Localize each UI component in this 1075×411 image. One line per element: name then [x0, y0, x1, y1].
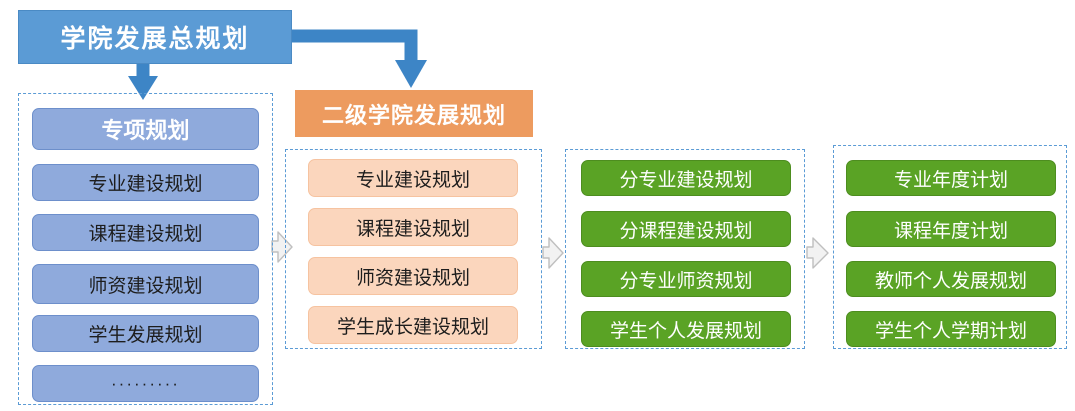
special-plan-item-ellipsis: ········· [32, 365, 259, 402]
special-plan-item-major: 专业建设规划 [32, 164, 259, 201]
annual-plan-item-teacher: 教师个人发展规划 [846, 261, 1056, 297]
group-branch-plans [565, 149, 805, 349]
group-annual-plans [833, 145, 1067, 349]
special-plan-item-faculty: 师资建设规划 [32, 264, 259, 304]
special-plan-item-student: 学生发展规划 [32, 315, 259, 352]
branch-plan-item-student: 学生个人发展规划 [581, 311, 791, 347]
special-plan-item-course: 课程建设规划 [32, 214, 259, 251]
branch-plan-item-major: 分专业建设规划 [581, 160, 791, 196]
overall-plan-title: 学院发展总规划 [18, 10, 292, 64]
group-college-plans [285, 149, 542, 349]
annual-plan-item-student: 学生个人学期计划 [846, 311, 1056, 347]
arrow-college-to-branch [542, 237, 564, 269]
annual-plan-item-course: 课程年度计划 [846, 211, 1056, 247]
branch-plan-item-faculty: 分专业师资规划 [581, 261, 791, 297]
arrow-branch-to-annual [806, 237, 829, 269]
group-special-plans [18, 93, 273, 405]
college-plan-item-course: 课程建设规划 [308, 208, 518, 246]
college-plan-item-major: 专业建设规划 [308, 159, 518, 197]
arrow-title-to-college [290, 29, 427, 88]
college-plan-title: 二级学院发展规划 [295, 90, 533, 137]
branch-plan-item-course: 分课程建设规划 [581, 211, 791, 247]
annual-plan-item-major: 专业年度计划 [846, 160, 1056, 196]
college-plan-item-student-growth: 学生成长建设规划 [308, 306, 518, 344]
special-plan-header: 专项规划 [32, 108, 259, 150]
college-plan-item-faculty: 师资建设规划 [308, 257, 518, 295]
